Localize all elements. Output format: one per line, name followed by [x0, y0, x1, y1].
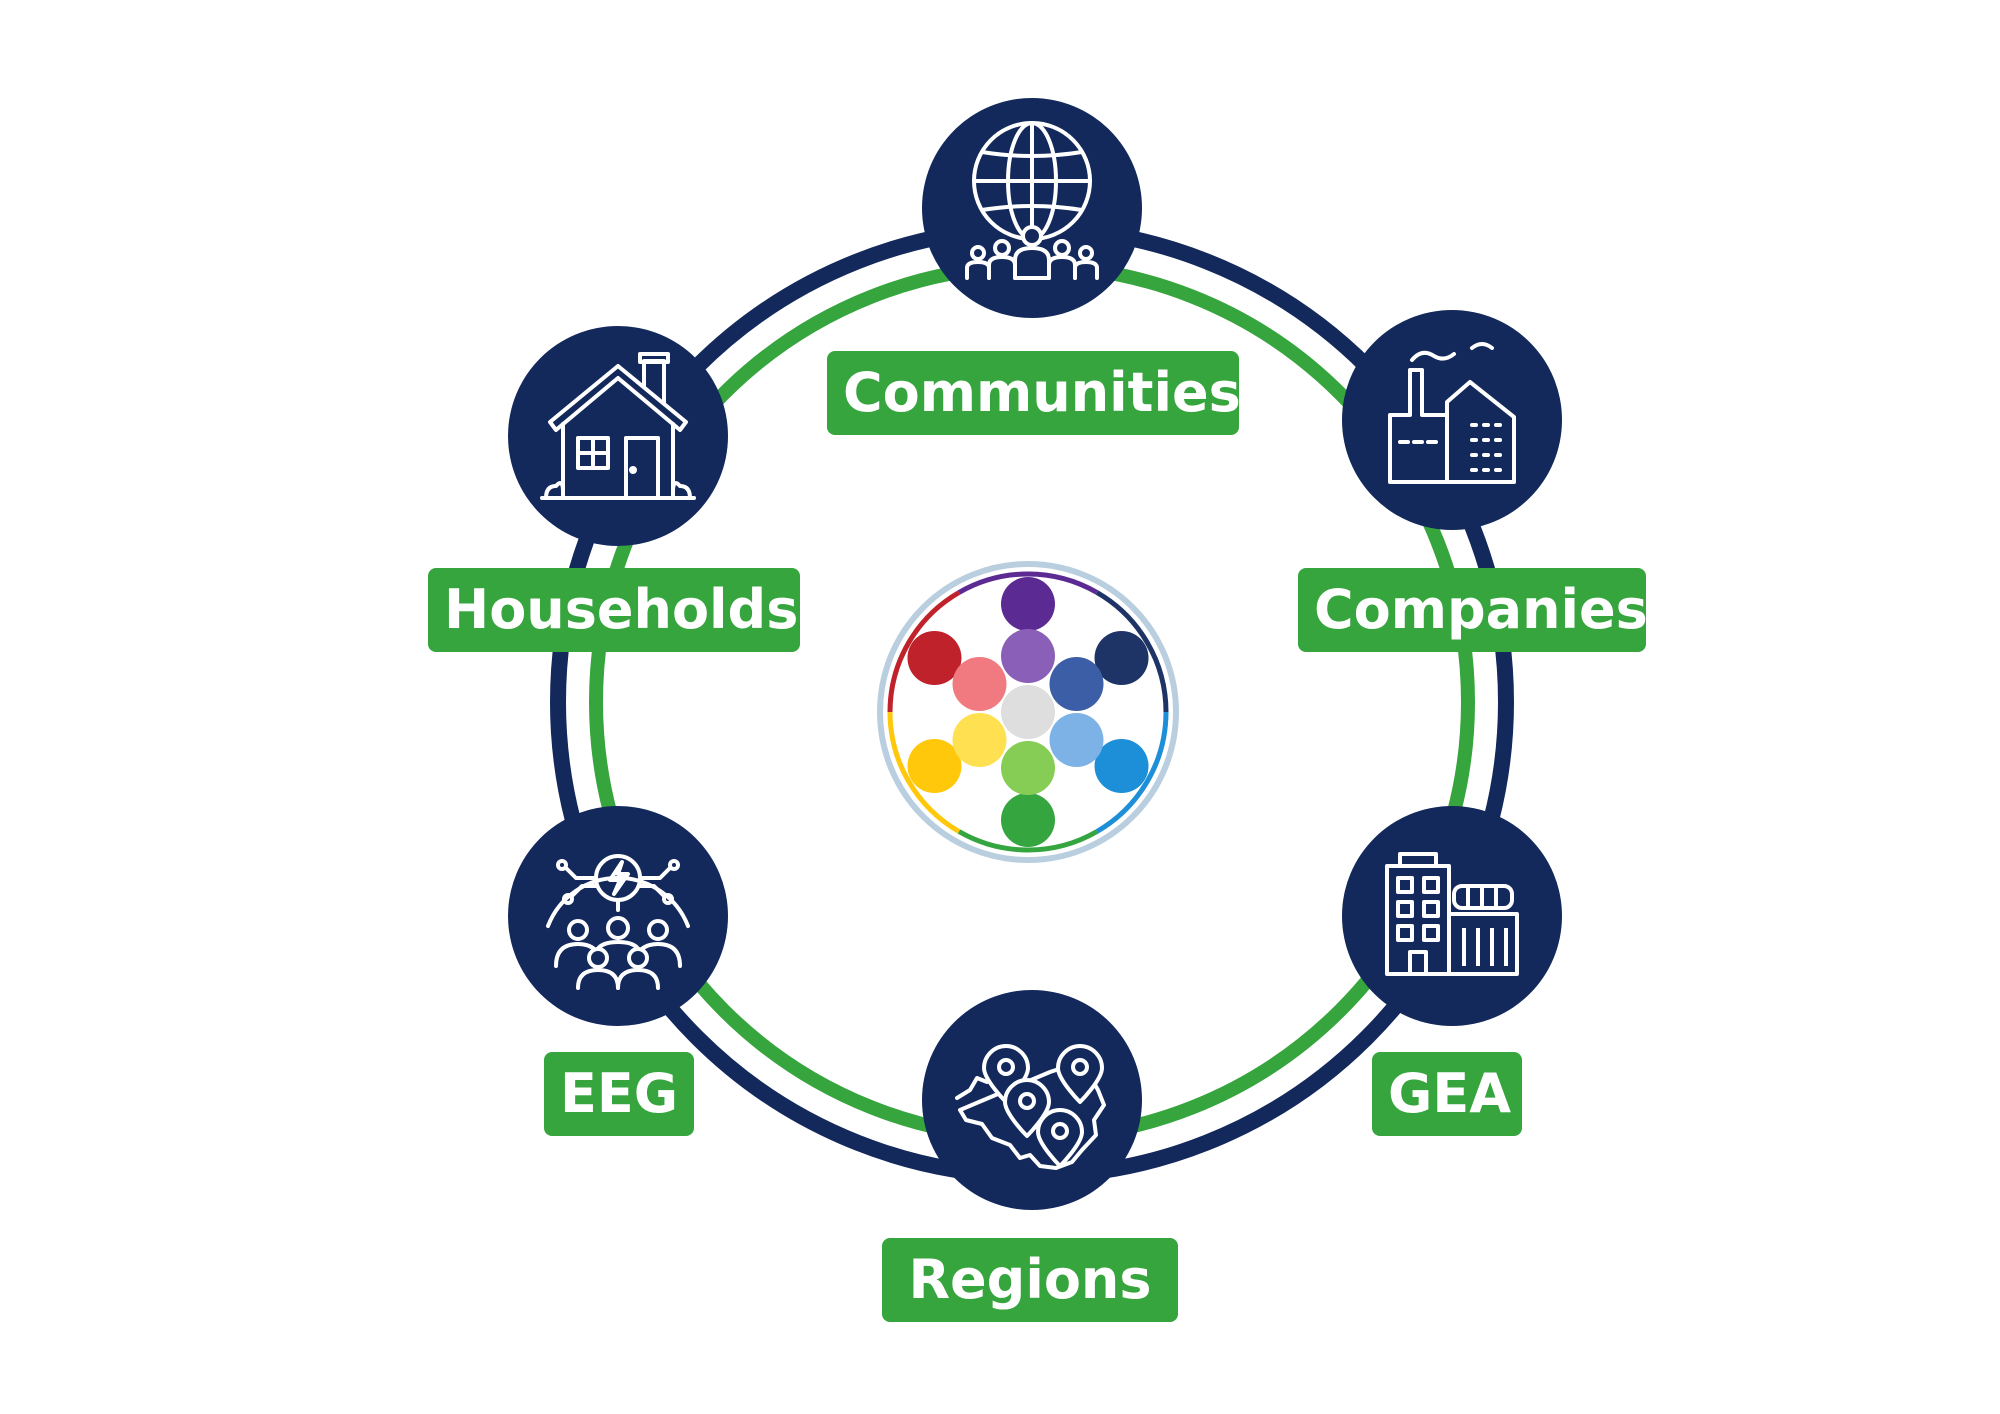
logo-dot	[1001, 577, 1055, 631]
logo-dot	[1001, 793, 1055, 847]
logo-dot	[1049, 657, 1104, 711]
colorful-dots-logo-icon	[877, 561, 1179, 863]
logo-dot	[907, 739, 962, 793]
logo-dot	[952, 713, 1007, 767]
logo-arc	[887, 711, 961, 834]
label-eeg: EEG	[544, 1052, 694, 1136]
node-companies	[1342, 310, 1562, 530]
logo-dot	[952, 657, 1007, 711]
logo-arc	[887, 590, 961, 713]
house-icon	[540, 352, 696, 500]
energy-community-icon	[546, 854, 690, 990]
node-eeg	[508, 806, 728, 1026]
logo-color-arcs	[887, 571, 1169, 853]
logo-arc	[957, 829, 1099, 853]
logo-dot	[1001, 685, 1055, 739]
logo-dot	[1049, 713, 1104, 767]
globe-people-icon	[965, 121, 1099, 280]
label-companies: Companies	[1298, 568, 1648, 652]
map-pins-icon	[955, 1044, 1106, 1170]
logo-arc	[1095, 590, 1169, 713]
logo-dot	[1001, 741, 1055, 795]
node-gea	[1342, 806, 1562, 1026]
node-households	[508, 326, 728, 546]
node-communities	[922, 98, 1142, 318]
logo-dot	[907, 631, 962, 685]
logo-arc	[957, 571, 1099, 595]
node-companies-circle	[1342, 310, 1562, 530]
label-households: Households	[428, 568, 800, 652]
factory-icon	[1388, 342, 1516, 484]
logo-arc	[1095, 711, 1169, 834]
logo-dot	[1001, 629, 1055, 683]
node-households-circle	[508, 326, 728, 546]
logo-dot	[1094, 739, 1149, 793]
logo-dots	[907, 577, 1149, 847]
office-building-icon	[1385, 852, 1519, 976]
label-gea: GEA	[1372, 1052, 1522, 1136]
label-regions: Regions	[882, 1238, 1178, 1322]
node-regions	[922, 990, 1142, 1210]
logo-dot	[1094, 631, 1149, 685]
label-communities: Communities	[827, 351, 1241, 435]
